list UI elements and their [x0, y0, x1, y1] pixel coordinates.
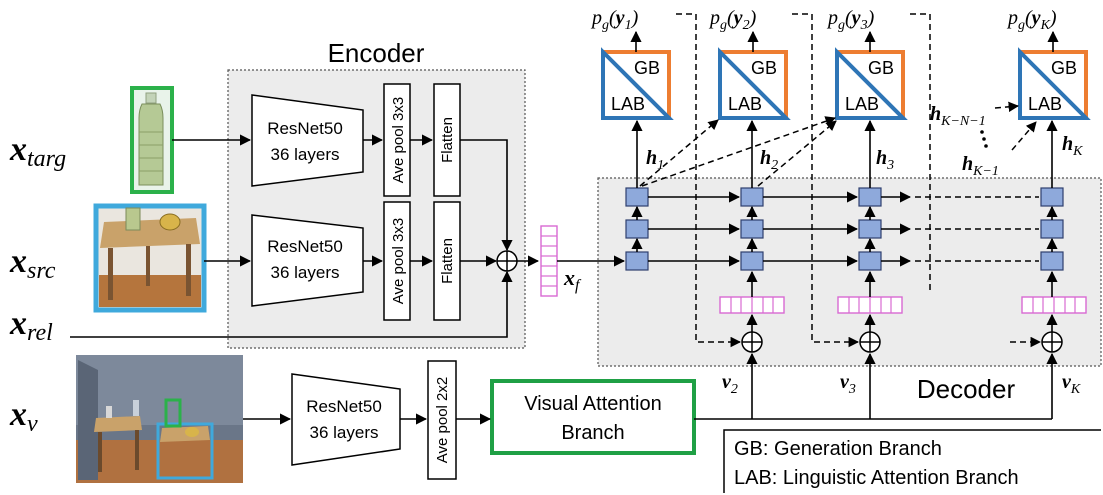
visual-attention-branch [490, 379, 696, 455]
avepool-source-box [383, 201, 411, 321]
output-prob-1: pg(y1) [590, 7, 639, 33]
embedding-vector-2 [719, 296, 785, 314]
legend: GB: Generation Branch LAB: Linguistic At… [723, 429, 1101, 493]
flatten-source-box [433, 201, 461, 321]
gb-label-k: GB [1051, 58, 1077, 78]
output-prob-2: pg(y2) [708, 7, 757, 33]
avepool-source-label: Ave pool 3x3 [390, 218, 407, 304]
output-branch-k: GB LAB [1018, 47, 1091, 120]
rel-input-label: xrel [9, 305, 53, 346]
flatten-target-label: Flatten [439, 117, 456, 163]
gb-label-1: GB [634, 58, 660, 78]
hidden-label-k: hK [1062, 133, 1083, 159]
resnet-target-layers: 36 layers [271, 145, 340, 164]
output-prob-3: pg(y3) [826, 7, 875, 33]
hidden-label-2: h2 [760, 147, 778, 173]
resnet-visual-name: ResNet50 [306, 397, 382, 416]
encoder-concat-op [496, 250, 518, 272]
encoder-title: Encoder [328, 38, 425, 68]
lstm-stack-k [1040, 187, 1064, 271]
v3-label: v3 [840, 371, 856, 397]
resnet-target-block [251, 94, 364, 187]
embedding-vector-3 [837, 296, 903, 314]
avepool-target-box [383, 83, 411, 197]
decoder-add-op-3 [859, 331, 881, 353]
flatten-source-label: Flatten [439, 238, 456, 284]
embedding-vector-k [1021, 296, 1087, 314]
v2-label: v2 [722, 371, 738, 397]
src-input-label: xsrc [9, 243, 56, 284]
avepool-visual-label: Ave pool 2x2 [434, 377, 451, 463]
feature-label: xf [563, 265, 582, 294]
avepool-visual-box [427, 360, 457, 480]
decoder-add-op-k [1041, 331, 1063, 353]
feature-vector [540, 225, 558, 297]
resnet-visual-layers: 36 layers [310, 423, 379, 442]
gb-label-3: GB [868, 58, 894, 78]
source-scene-image [93, 203, 207, 313]
hidden-label-1: h1 [646, 147, 664, 173]
hidden-label-k-n-1: hK−N−1 [930, 103, 986, 129]
hidden-label-k-1: hK−1 [962, 153, 999, 179]
visual-scene-image [76, 355, 243, 483]
target-object-image [130, 86, 174, 194]
hidden-label-3: h3 [876, 147, 894, 173]
legend-lab: LAB: Linguistic Attention Branch [734, 467, 1019, 489]
lstm-stack-2 [740, 187, 764, 271]
avepool-target-label: Ave pool 3x3 [390, 97, 407, 183]
decoder-add-op-2 [741, 331, 763, 353]
resnet-visual-block [291, 373, 401, 466]
lab-label-3: LAB [845, 94, 879, 114]
visual-branch-line1: Visual Attention [524, 393, 662, 415]
resnet-source-block [251, 214, 364, 307]
resnet-source-layers: 36 layers [271, 263, 340, 282]
v-input-label: xv [9, 396, 38, 437]
lab-label-2: LAB [728, 94, 762, 114]
lstm-stack-1 [625, 187, 649, 271]
lstm-stack-3 [858, 187, 882, 271]
output-prob-k: pg(yK) [1006, 7, 1057, 33]
gb-label-2: GB [751, 58, 777, 78]
output-branch-1: GB LAB [601, 47, 674, 120]
decoder-title: Decoder [917, 374, 1016, 404]
resnet-target-name: ResNet50 [267, 119, 343, 138]
targ-input-label: xtarg [9, 131, 66, 172]
lab-label-k: LAB [1028, 94, 1062, 114]
legend-gb: GB: Generation Branch [734, 438, 942, 460]
hidden-ellipsis-dots [980, 130, 988, 148]
flatten-target-box [433, 83, 461, 197]
decoder-region [597, 177, 1102, 367]
vk-label: vK [1062, 371, 1081, 397]
visual-branch-line2: Branch [561, 422, 624, 444]
output-branch-3: GB LAB [835, 47, 908, 120]
lab-label-1: LAB [611, 94, 645, 114]
output-branch-2: GB LAB [718, 47, 791, 120]
resnet-source-name: ResNet50 [267, 237, 343, 256]
